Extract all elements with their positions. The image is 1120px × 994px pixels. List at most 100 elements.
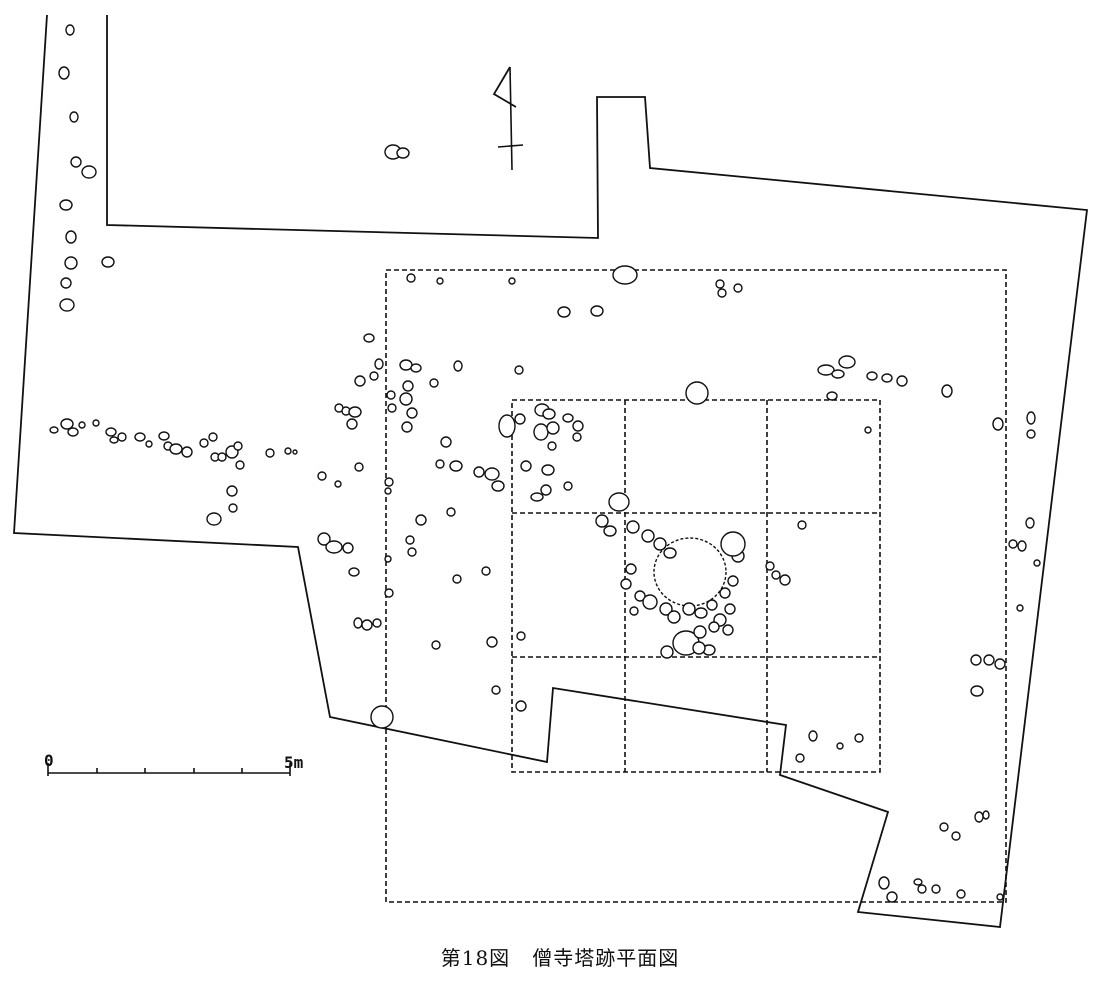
- stone: [384, 555, 392, 563]
- stone: [941, 384, 953, 398]
- stone: [626, 520, 640, 534]
- stone: [612, 265, 638, 285]
- stone: [603, 525, 617, 537]
- stone: [896, 375, 908, 387]
- stone: [516, 631, 526, 641]
- stone: [563, 481, 573, 491]
- stone: [694, 607, 708, 619]
- stone: [693, 625, 707, 639]
- stone: [660, 645, 674, 659]
- stone: [682, 602, 696, 616]
- stone: [595, 514, 609, 528]
- stone: [384, 477, 394, 487]
- stone: [881, 373, 893, 383]
- stone: [346, 418, 358, 430]
- stone: [659, 602, 673, 616]
- stone: [399, 359, 413, 371]
- stone: [65, 230, 77, 244]
- stone: [265, 448, 275, 458]
- stone: [715, 279, 725, 289]
- stone: [484, 467, 500, 481]
- stone: [722, 624, 734, 636]
- stone: [685, 381, 709, 405]
- scale-bar: 0 5m: [44, 751, 304, 776]
- stone: [864, 426, 872, 434]
- stone: [317, 532, 331, 546]
- stone: [363, 333, 375, 343]
- stone: [692, 641, 706, 655]
- stone: [706, 599, 718, 611]
- stone: [449, 460, 463, 472]
- stone: [992, 417, 1004, 431]
- stone: [402, 380, 414, 392]
- stone: [530, 492, 544, 502]
- stone: [514, 413, 526, 425]
- stone: [771, 570, 781, 580]
- stone: [69, 111, 79, 123]
- stone: [407, 547, 417, 557]
- stone: [797, 520, 807, 530]
- stone: [808, 730, 818, 742]
- stone: [181, 446, 193, 458]
- stone: [1033, 559, 1041, 567]
- stone: [59, 298, 75, 312]
- stone: [317, 471, 327, 481]
- stone: [145, 440, 153, 448]
- stone: [59, 199, 73, 211]
- stone: [913, 878, 923, 886]
- stone: [620, 578, 632, 590]
- stone: [641, 529, 655, 543]
- stone: [982, 810, 990, 820]
- stone: [542, 408, 556, 420]
- north-arrow-icon: [492, 66, 524, 171]
- stone: [431, 640, 441, 650]
- figure-title: 僧寺塔跡平面図: [532, 946, 680, 970]
- figure-number: 第18図: [440, 946, 511, 970]
- stone: [720, 531, 746, 557]
- stone: [996, 893, 1004, 901]
- stone: [491, 685, 501, 695]
- stone: [158, 431, 170, 441]
- stone: [405, 535, 415, 545]
- stone: [325, 540, 343, 554]
- stone: [64, 256, 78, 270]
- stone: [1026, 429, 1036, 439]
- stone: [369, 371, 379, 381]
- stone: [491, 480, 505, 492]
- scale-start-label: 0: [44, 751, 54, 770]
- stone: [663, 547, 677, 559]
- stone: [436, 277, 444, 285]
- stone: [134, 432, 146, 442]
- scale-end-label: 5m: [284, 753, 304, 772]
- stone: [384, 487, 392, 495]
- stone: [486, 636, 498, 648]
- stone: [169, 443, 183, 455]
- stone: [629, 606, 639, 616]
- stone: [406, 407, 418, 419]
- stone: [58, 66, 70, 80]
- stone: [342, 542, 354, 554]
- stone: [101, 256, 115, 268]
- stone: [233, 441, 243, 451]
- stone: [667, 610, 681, 624]
- stone: [348, 567, 360, 577]
- stone: [452, 574, 462, 584]
- stone: [292, 449, 298, 455]
- stone: [625, 563, 637, 575]
- stone: [208, 432, 218, 442]
- excavation-boundary: [13, 14, 1089, 928]
- stone: [498, 414, 516, 438]
- stone: [401, 421, 413, 433]
- stone: [361, 619, 373, 631]
- stone: [951, 831, 961, 841]
- stone: [481, 566, 491, 576]
- stone: [634, 590, 646, 602]
- stone: [817, 364, 835, 376]
- stone: [866, 371, 878, 381]
- stone: [387, 403, 397, 413]
- stone: [67, 427, 79, 437]
- stone: [415, 514, 427, 526]
- stone: [78, 421, 86, 429]
- stone: [642, 594, 658, 610]
